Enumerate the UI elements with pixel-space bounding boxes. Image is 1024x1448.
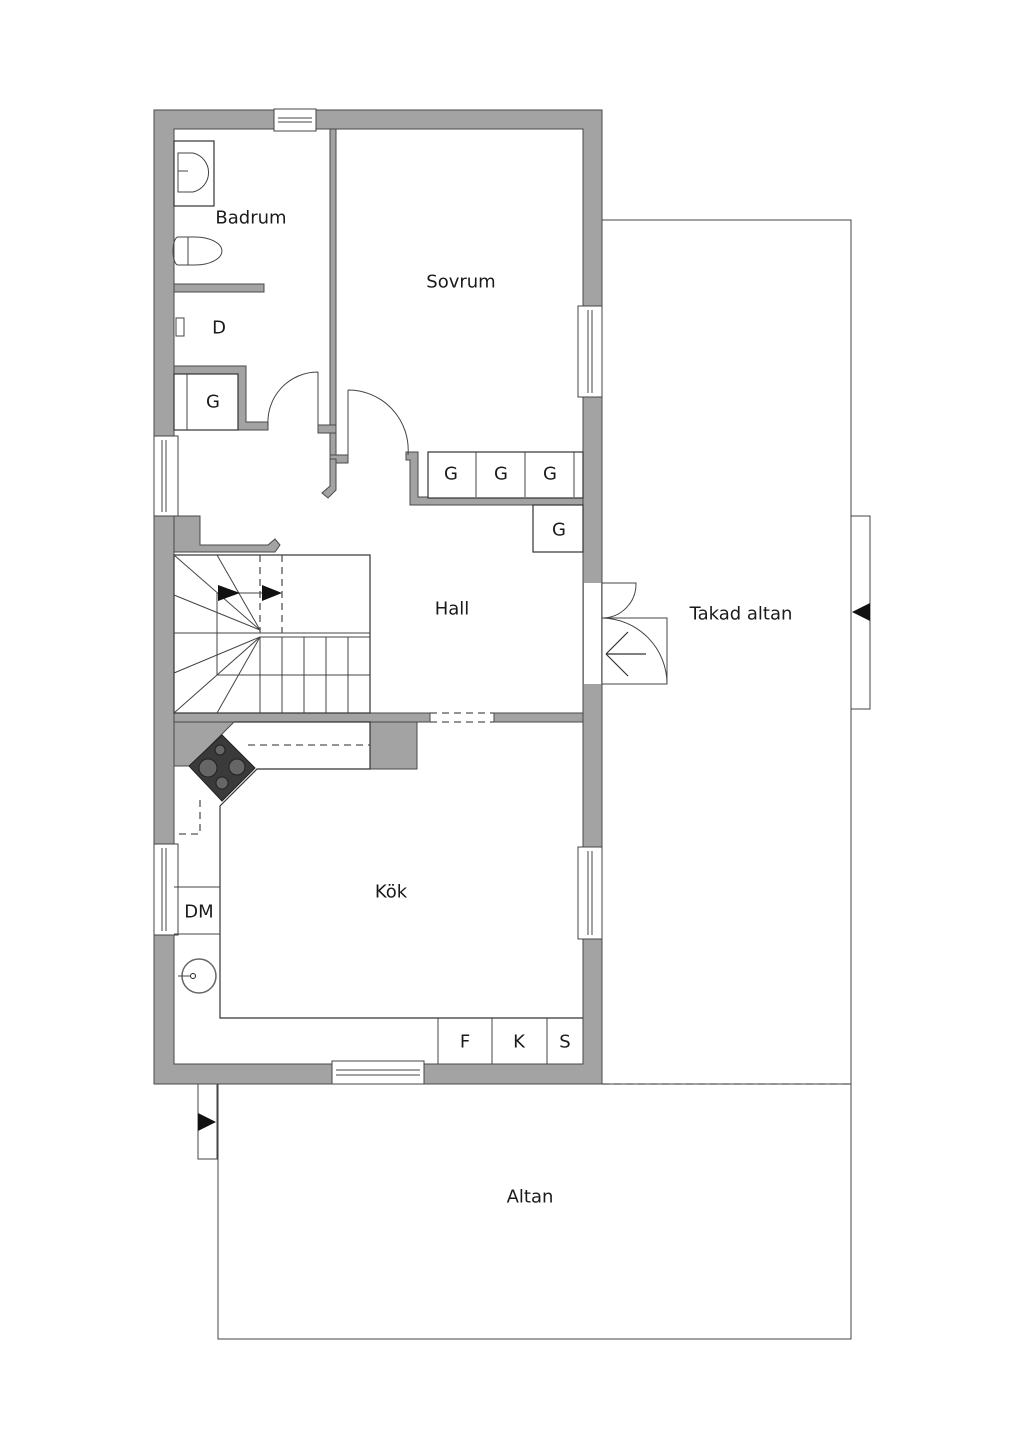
wardrobe-label: G (494, 463, 508, 485)
fridge-label: K (513, 1031, 525, 1053)
cabinet-label: S (559, 1031, 571, 1053)
room-label-dusch: D (212, 317, 226, 339)
toilet-icon (172, 236, 223, 266)
entrance-arrow-icon (198, 1113, 216, 1131)
room-label-kok: Kök (374, 881, 408, 903)
room-label-altan: Altan (506, 1186, 554, 1208)
room-label-takad-altan: Takad altan (689, 603, 793, 625)
windows (153, 108, 603, 1085)
room-label-hall: Hall (434, 598, 470, 620)
wardrobe-label: G (206, 391, 220, 413)
stair-direction-arrow-icon (262, 585, 282, 601)
stair-direction-arrow-icon (218, 585, 240, 601)
wardrobe-label: G (543, 463, 557, 485)
hall-closets (427, 451, 584, 553)
entry-arrow-icon (605, 631, 646, 677)
dishwasher-label: DM (184, 901, 214, 923)
entrance-arrow-icon (852, 603, 870, 621)
stove-icon (188, 734, 256, 802)
bathroom-fixtures (172, 140, 239, 431)
kitchen-fixtures (174, 721, 583, 1064)
terrace-outlines (197, 219, 871, 1340)
wardrobe-label: G (444, 463, 458, 485)
interior-walls (154, 128, 601, 770)
doors (267, 371, 668, 723)
staircase (173, 554, 371, 714)
freezer-label: F (459, 1031, 471, 1053)
wardrobe-label: G (552, 519, 566, 541)
room-label-sovrum: Sovrum (426, 271, 496, 293)
room-label-badrum: Badrum (215, 207, 287, 229)
shower-tap-icon (175, 317, 185, 337)
